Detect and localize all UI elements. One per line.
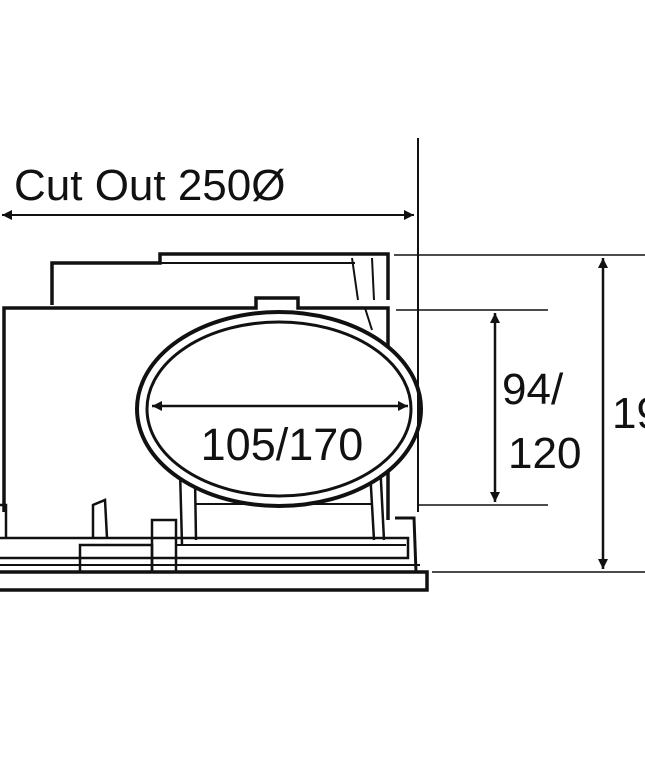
duct-spigot — [135, 310, 423, 508]
spigot-dimension: 105/170 — [152, 401, 408, 470]
fan-housing — [2, 252, 390, 546]
spigot-height-label-1: 94/ — [502, 365, 564, 414]
mounting-frame — [0, 498, 429, 592]
housing-main-outline — [2, 296, 390, 520]
overall-height-label: 19 — [612, 389, 645, 438]
spigot-height-label-2: 120 — [508, 429, 581, 478]
cutout-dimension: Cut Out 250Ø — [2, 138, 419, 512]
spigot-height-dimension: 94/ 120 — [396, 309, 581, 506]
housing-corner-detail — [351, 257, 375, 301]
spigot-inner-ring — [145, 320, 413, 498]
overall-height-dimension: 19 — [394, 254, 645, 573]
left-edge-clip — [0, 503, 8, 538]
housing-top-outline — [50, 252, 390, 305]
screw-post — [91, 498, 109, 539]
frame-right-lip — [395, 516, 418, 573]
cutout-label: Cut Out 250Ø — [14, 161, 285, 210]
spigot-label: 105/170 — [201, 419, 364, 470]
frame-plate — [0, 570, 429, 592]
housing-bracket-line — [364, 307, 373, 331]
spigot-outer-ring — [135, 310, 423, 508]
frame-rail — [0, 536, 410, 560]
